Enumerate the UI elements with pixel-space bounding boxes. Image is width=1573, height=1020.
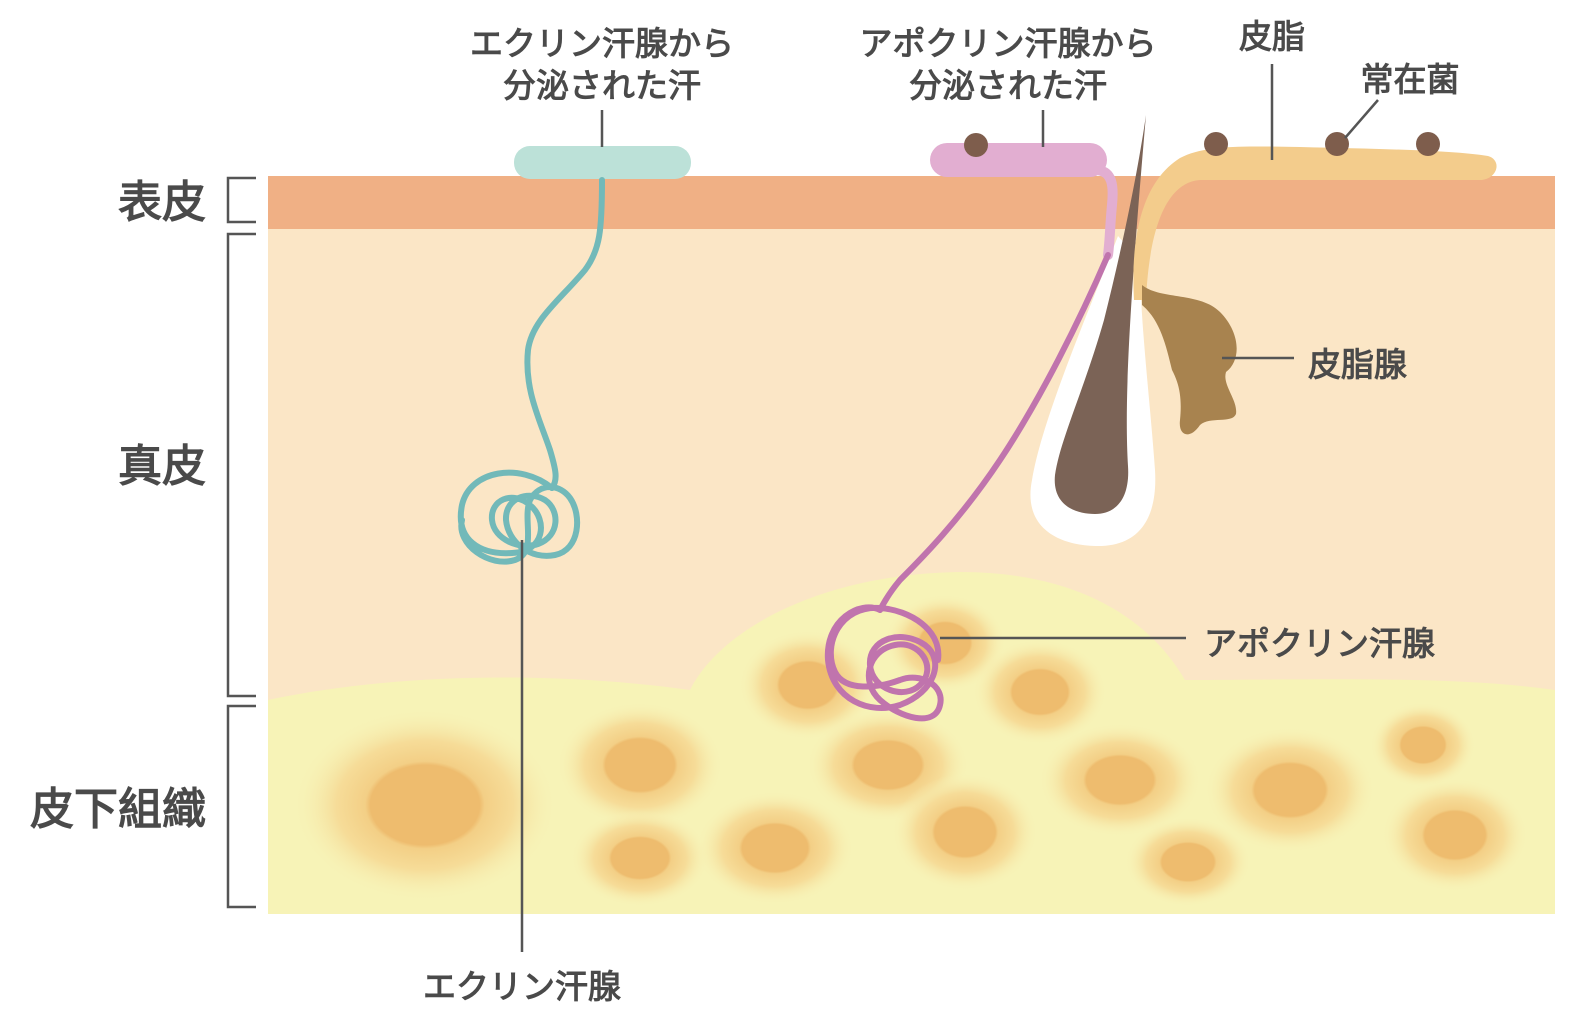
fat-cell xyxy=(558,703,722,827)
apocrine-gland-coil xyxy=(824,604,944,722)
fat-cells xyxy=(295,595,1527,906)
bacteria-leader xyxy=(1344,99,1379,139)
eccrine-sweat-droplet xyxy=(514,146,691,179)
fat-cell xyxy=(697,792,853,904)
fat-cell xyxy=(1040,724,1200,836)
fat-cell xyxy=(1126,818,1250,906)
label-sebum: 皮脂 xyxy=(1239,17,1305,56)
eccrine-gland-coil xyxy=(457,469,581,565)
bacterium-icon xyxy=(1416,132,1440,156)
label-eccrine-sweat-line2: 分泌された汗 xyxy=(503,66,701,105)
sebaceous-gland xyxy=(1142,285,1237,435)
fat-cell xyxy=(1383,779,1527,891)
dermis-bracket xyxy=(226,232,256,698)
apocrine-duct xyxy=(877,252,1111,613)
bacterium-icon xyxy=(1204,132,1228,156)
bacterium-icon xyxy=(964,133,988,157)
fat-cell xyxy=(893,774,1037,890)
epidermis-layer xyxy=(268,176,1555,229)
label-eccrine-sweat-line1: エクリン汗腺から xyxy=(470,24,734,63)
apocrine-sweat-droplet xyxy=(930,143,1107,177)
label-resident-bacteria: 常在菌 xyxy=(1361,60,1460,99)
fat-cell xyxy=(974,640,1106,744)
label-apocrine-gland: アポクリン汗腺 xyxy=(1204,624,1436,663)
resident-bacteria xyxy=(964,132,1440,157)
bacterium-icon xyxy=(1325,132,1349,156)
fat-cell xyxy=(1371,703,1475,787)
fat-cell xyxy=(572,810,708,906)
sebum-layer xyxy=(1133,146,1497,300)
label-apocrine-sweat-line1: アポクリン汗腺から xyxy=(860,24,1157,63)
eccrine-duct xyxy=(524,177,605,491)
subcutaneous-bracket xyxy=(226,704,256,909)
label-eccrine-gland: エクリン汗腺 xyxy=(423,967,622,1006)
fat-cell xyxy=(1206,728,1374,852)
label-sebaceous-gland: 皮脂腺 xyxy=(1308,345,1408,384)
label-dermis: 真皮 xyxy=(118,441,206,492)
label-subcutaneous: 皮下組織 xyxy=(30,784,206,835)
label-apocrine-sweat-line2: 分泌された汗 xyxy=(909,66,1107,105)
apocrine-duct-upper xyxy=(1093,165,1118,260)
epidermis-bracket xyxy=(226,176,256,224)
hair-shaft xyxy=(1054,115,1146,514)
fat-cell xyxy=(740,631,876,739)
fat-cell xyxy=(295,710,555,900)
label-epidermis: 表皮 xyxy=(118,177,206,228)
